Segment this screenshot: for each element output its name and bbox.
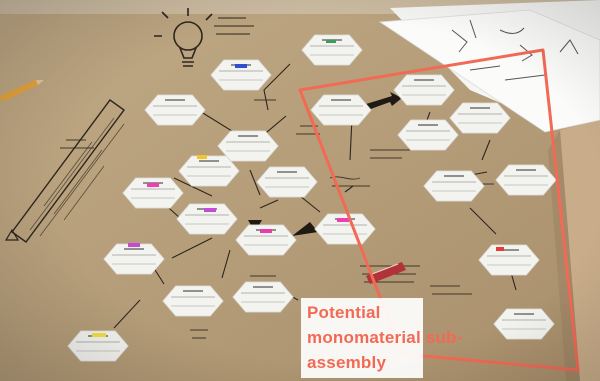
annotation-label: Potential monomaterial sub- assembly xyxy=(301,298,463,378)
annotation-line-1: Potential xyxy=(307,303,381,322)
annotation-line-3: assembly xyxy=(307,353,387,372)
annotation-line-2: monomaterial sub- xyxy=(307,328,463,347)
